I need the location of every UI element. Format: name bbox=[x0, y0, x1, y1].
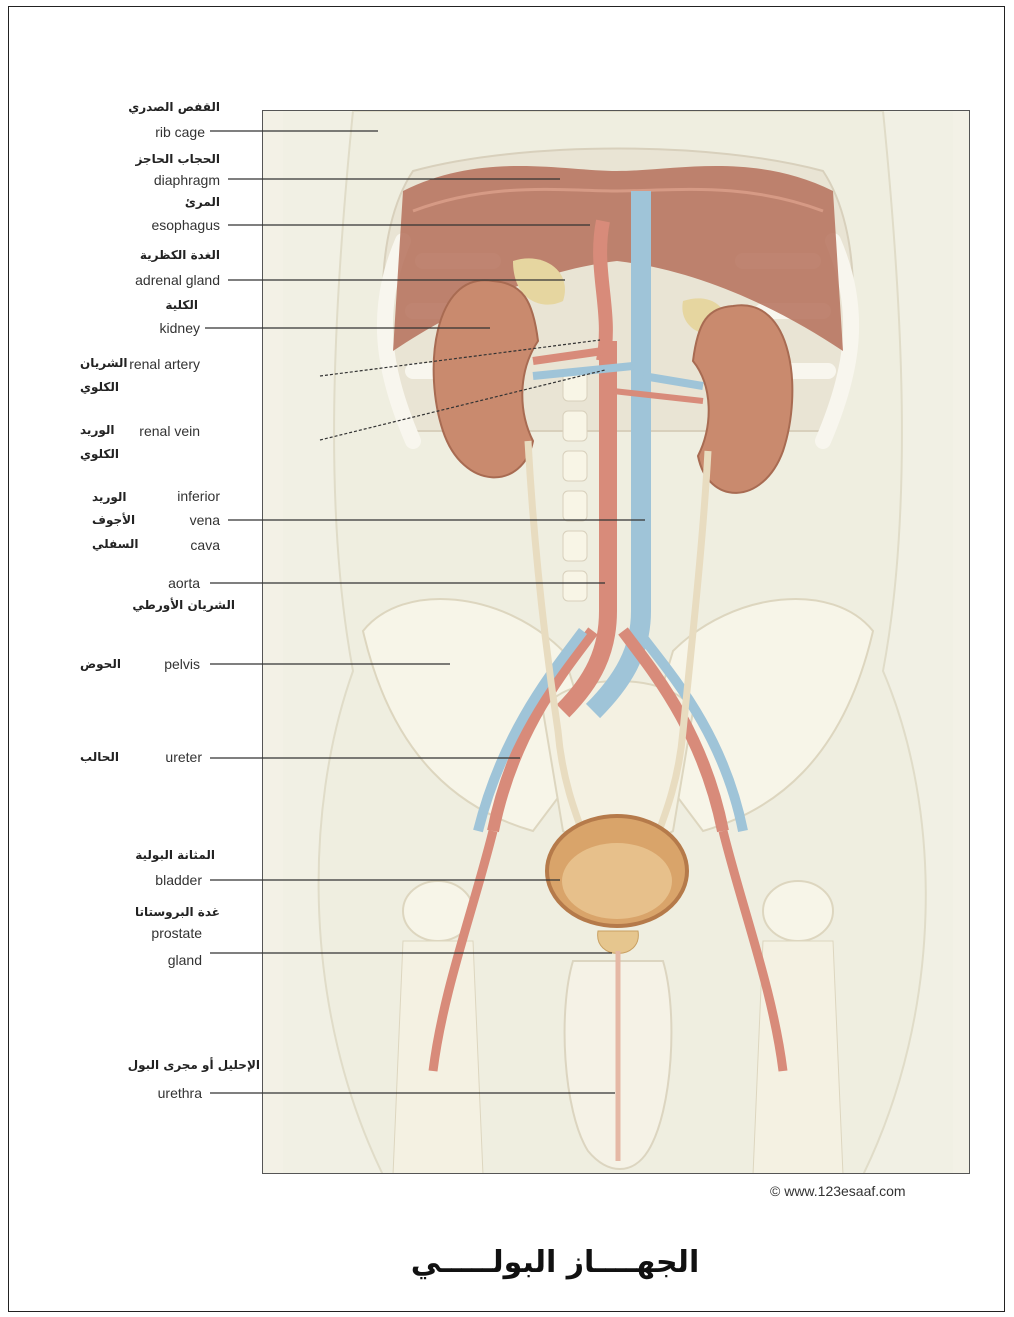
label-aorta: aorta bbox=[110, 575, 200, 591]
label-esophagus-ar: المرئ bbox=[108, 195, 220, 209]
label-kidney-ar: الكلية bbox=[108, 298, 198, 312]
label-ivc-ar1: الوريد bbox=[92, 490, 152, 504]
label-kidney: kidney bbox=[110, 320, 200, 336]
label-pelvis: pelvis bbox=[140, 656, 200, 672]
label-diaphragm-ar: الحجاب الحاجز bbox=[108, 152, 220, 166]
label-ivc-line3: cava bbox=[140, 537, 220, 553]
label-prostate-line1: prostate bbox=[120, 925, 202, 941]
label-ivc-ar3: السفلي bbox=[92, 537, 152, 551]
esophagus-shape bbox=[600, 221, 606, 361]
label-prostate-ar: غدة البروستاتا bbox=[100, 905, 220, 919]
label-bladder-ar: المثانة البولية bbox=[100, 848, 215, 862]
label-aorta-ar: الشريان الأورطي bbox=[100, 598, 235, 612]
label-urethra-ar: الإحليل أو مجرى البول bbox=[80, 1058, 260, 1072]
label-urethra: urethra bbox=[120, 1085, 202, 1101]
label-renal-artery-ar-top: الشريان bbox=[80, 356, 150, 370]
label-renal-vein-ar-bottom: الكلوي bbox=[80, 447, 150, 461]
label-ivc-ar2: الأجوف bbox=[92, 513, 152, 527]
credit-text: © www.123esaaf.com bbox=[770, 1183, 906, 1199]
label-renal-vein-ar-top: الوريد bbox=[80, 423, 150, 437]
label-diaphragm: diaphragm bbox=[100, 172, 220, 188]
label-ivc-line1: inferior bbox=[140, 488, 220, 504]
label-esophagus: esophagus bbox=[100, 217, 220, 233]
label-renal-artery-ar-bottom: الكلوي bbox=[80, 380, 150, 394]
page-title: الجهــــاز البولـــــي bbox=[400, 1245, 710, 1280]
label-adrenal-gland: adrenal gland bbox=[90, 272, 220, 288]
label-prostate-line2: gland bbox=[120, 952, 202, 968]
label-ureter: ureter bbox=[140, 749, 202, 765]
label-adrenal-gland-ar: الغدة الكظرية bbox=[108, 248, 220, 262]
label-rib-cage-ar: القفص الصدري bbox=[108, 100, 220, 114]
left-kidney-shape bbox=[434, 280, 538, 477]
label-bladder: bladder bbox=[120, 872, 202, 888]
label-rib-cage: rib cage bbox=[115, 124, 205, 140]
label-ivc-line2: vena bbox=[140, 512, 220, 528]
urinary-system-illustration bbox=[263, 111, 970, 1174]
anatomy-figure bbox=[262, 110, 970, 1174]
